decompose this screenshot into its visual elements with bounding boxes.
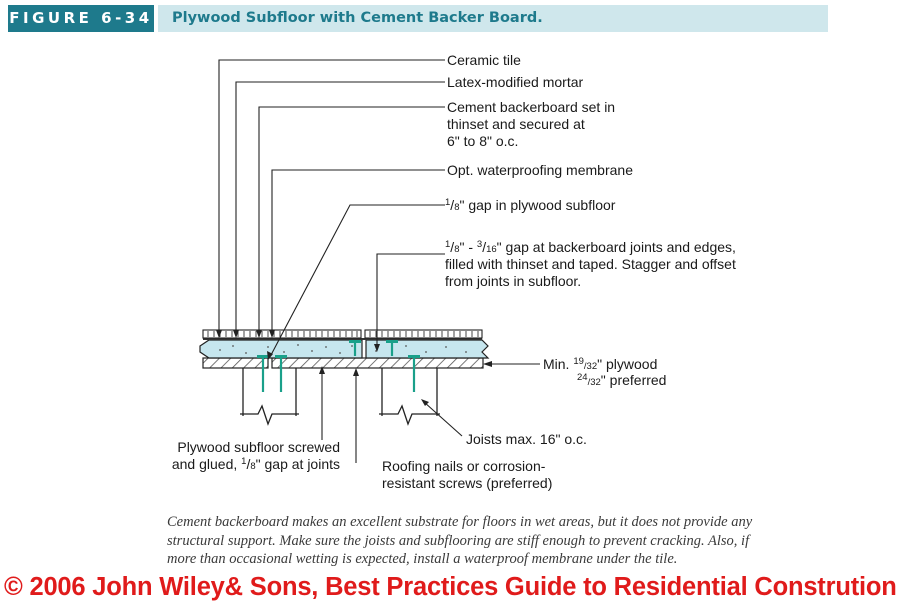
label-backerboard-line3: 6" to 8" o.c. (447, 133, 518, 149)
label-joint-gap-line3: from joints in subfloor. (445, 273, 581, 289)
leader-arrowheads (216, 330, 492, 406)
frac-den: 8 (454, 244, 459, 255)
label-plywood-preferred: 24/32" preferred (577, 372, 666, 388)
plywood-text: " plywood (597, 356, 657, 372)
label-nails-line1: Roofing nails or corrosion- (382, 458, 546, 474)
label-ceramic-tile: Ceramic tile (447, 52, 521, 68)
ceramic-tile-layer (202, 329, 483, 339)
figure-caption: Cement backerboard makes an excellent su… (167, 514, 753, 567)
label-nails-line2: resistant screws (preferred) (382, 475, 552, 491)
screwed-text: " gap at joints (256, 456, 340, 472)
figure-header: FIGURE 6-34 Plywood Subfloor with Cement… (8, 5, 828, 32)
joist-right (379, 368, 440, 426)
frac-den: /32 (584, 361, 597, 372)
label-plywood-min: Min. 19/32" plywood (543, 356, 657, 372)
label-screwed-line2: and glued, 1/8" gap at joints (172, 456, 340, 472)
plywood-subfloor (202, 357, 484, 369)
copyright-watermark: © 2006 John Wiley& Sons, Best Practices … (4, 573, 897, 601)
cement-backerboard (199, 339, 490, 359)
label-joint-gap-line1: 1/8" - 3/16" gap at backerboard joints a… (445, 239, 736, 255)
figure-title: Plywood Subfloor with Cement Backer Boar… (158, 5, 828, 32)
frac-den: /32 (588, 377, 601, 388)
joist-left (240, 368, 299, 426)
label-backerboard-line2: thinset and secured at (447, 116, 585, 132)
label-backerboard-line1: Cement backerboard set in (447, 99, 615, 115)
frac-den: 16 (486, 244, 497, 255)
frac-den: 8 (250, 461, 255, 472)
label-joists: Joists max. 16" o.c. (466, 431, 587, 447)
frac-num: 1 (445, 197, 450, 208)
frac-num: 3 (477, 239, 482, 250)
frac-num: 24 (577, 372, 588, 383)
label-membrane: Opt. waterproofing membrane (447, 162, 633, 178)
plywood-prefix: Min. (543, 356, 573, 372)
frac-num: 19 (573, 356, 584, 367)
label-screwed-line1: Plywood subfloor screwed (177, 439, 340, 455)
frac-num: 1 (445, 239, 450, 250)
backerboard-screws (257, 340, 420, 392)
label-subfloor-gap: 1/8" gap in plywood subfloor (445, 197, 616, 213)
plywood-preferred-text: " preferred (601, 372, 667, 388)
figure-number: FIGURE 6-34 (8, 5, 154, 32)
label-mortar: Latex-modified mortar (447, 74, 584, 90)
frac-num: 1 (241, 456, 246, 467)
joint-gap-text: " gap at backerboard joints and edges, (497, 239, 736, 255)
joint-gap-dash: " - (459, 239, 476, 255)
leader-lines (218, 59, 540, 463)
label-joint-gap-line2: filled with thinset and taped. Stagger a… (445, 256, 736, 272)
frac-den: 8 (454, 202, 459, 213)
screwed-prefix: and glued, (172, 456, 241, 472)
subfloor-gap-text: " gap in plywood subfloor (459, 197, 615, 213)
